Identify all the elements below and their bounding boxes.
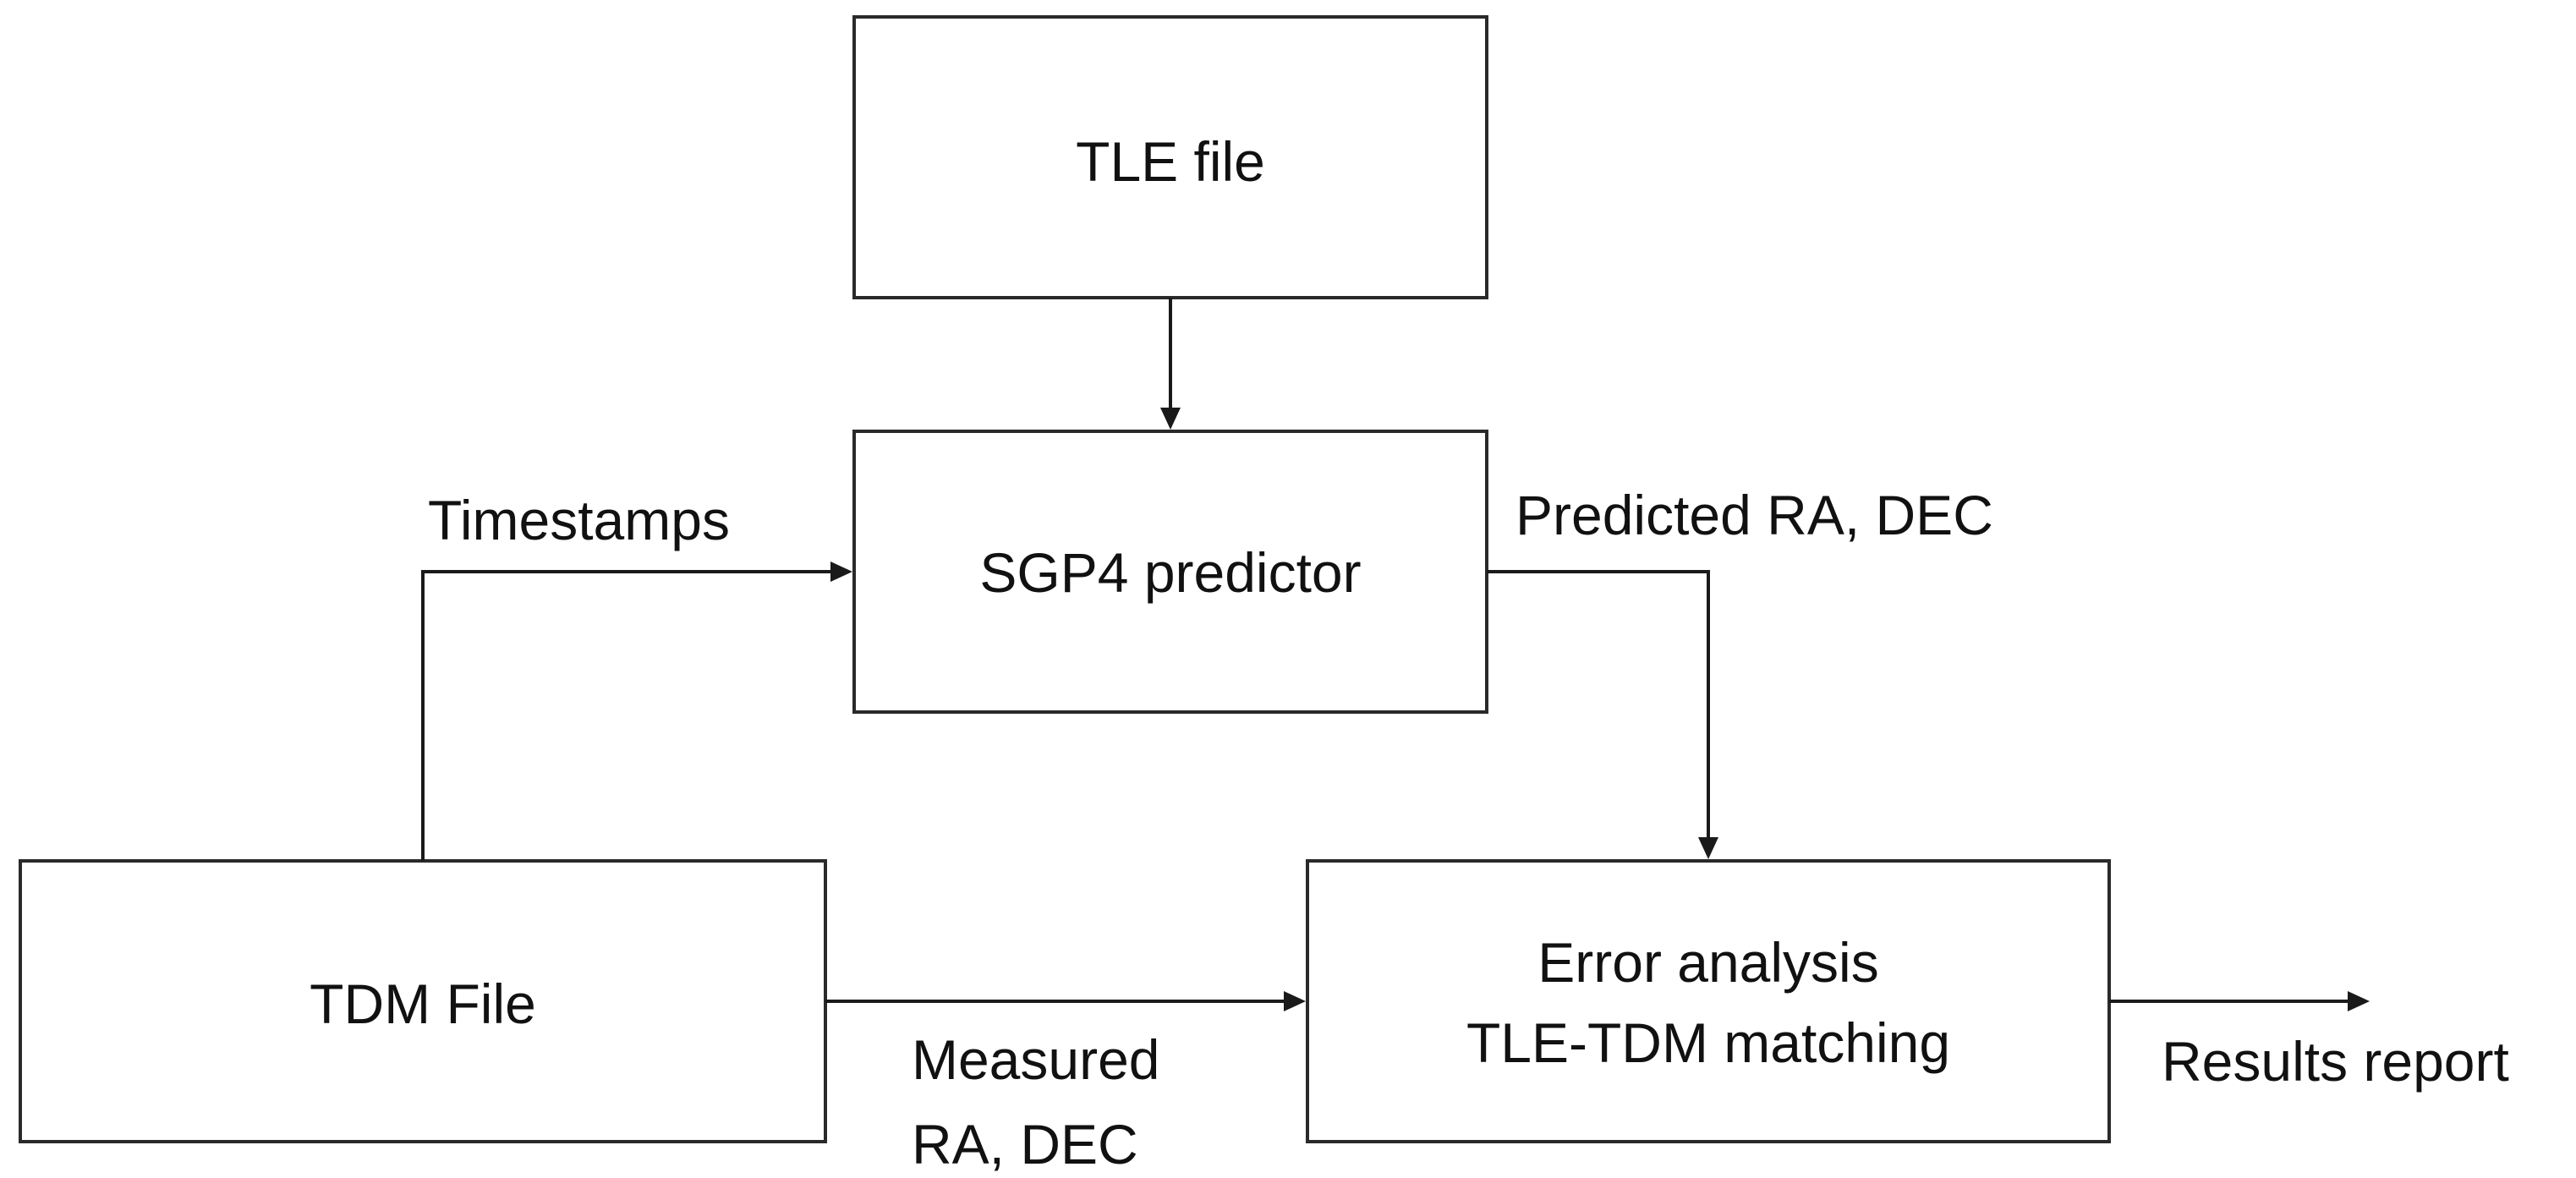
edge-tle-to-sgp4-arrowhead — [1160, 408, 1181, 430]
error-analysis-label-line1: Error analysis — [1537, 931, 1878, 994]
edge-measured-label-line2: RA, DEC — [912, 1113, 1138, 1175]
edge-results: Results report — [2109, 991, 2509, 1093]
edge-predicted-arrowhead — [1698, 837, 1718, 859]
edge-measured-arrowhead — [1284, 991, 1306, 1011]
tle-file-box — [852, 15, 1488, 299]
edge-predicted-label: Predicted RA, DEC — [1515, 484, 1993, 546]
error-analysis-label-line2: TLE-TDM matching — [1466, 1011, 1950, 1074]
error-analysis-box — [1306, 859, 2111, 1143]
sgp4-predictor-box — [852, 430, 1488, 714]
edge-measured: Measured RA, DEC — [825, 991, 1306, 1175]
node-error-analysis: Error analysis TLE-TDM matching — [1306, 859, 2111, 1143]
edge-results-arrowhead — [2348, 991, 2370, 1011]
edge-timestamps: Timestamps — [421, 489, 852, 861]
edge-predicted-line — [1487, 570, 1710, 839]
edge-results-label: Results report — [2162, 1030, 2509, 1093]
edge-predicted: Predicted RA, DEC — [1487, 484, 1993, 859]
edge-tle-to-sgp4 — [1160, 298, 1181, 430]
edge-timestamps-arrowhead — [830, 562, 852, 582]
edge-measured-label-line1: Measured — [912, 1028, 1160, 1091]
edge-timestamps-line — [421, 570, 832, 861]
tle-file-label: TLE file — [1076, 130, 1265, 193]
node-tle-file: TLE file — [852, 15, 1488, 299]
sgp4-predictor-label: SGP4 predictor — [979, 541, 1361, 604]
tdm-file-label: TDM File — [310, 973, 536, 1035]
node-tdm-file: TDM File — [19, 859, 827, 1143]
node-sgp4-predictor: SGP4 predictor — [852, 430, 1488, 714]
edge-timestamps-label: Timestamps — [428, 489, 730, 551]
